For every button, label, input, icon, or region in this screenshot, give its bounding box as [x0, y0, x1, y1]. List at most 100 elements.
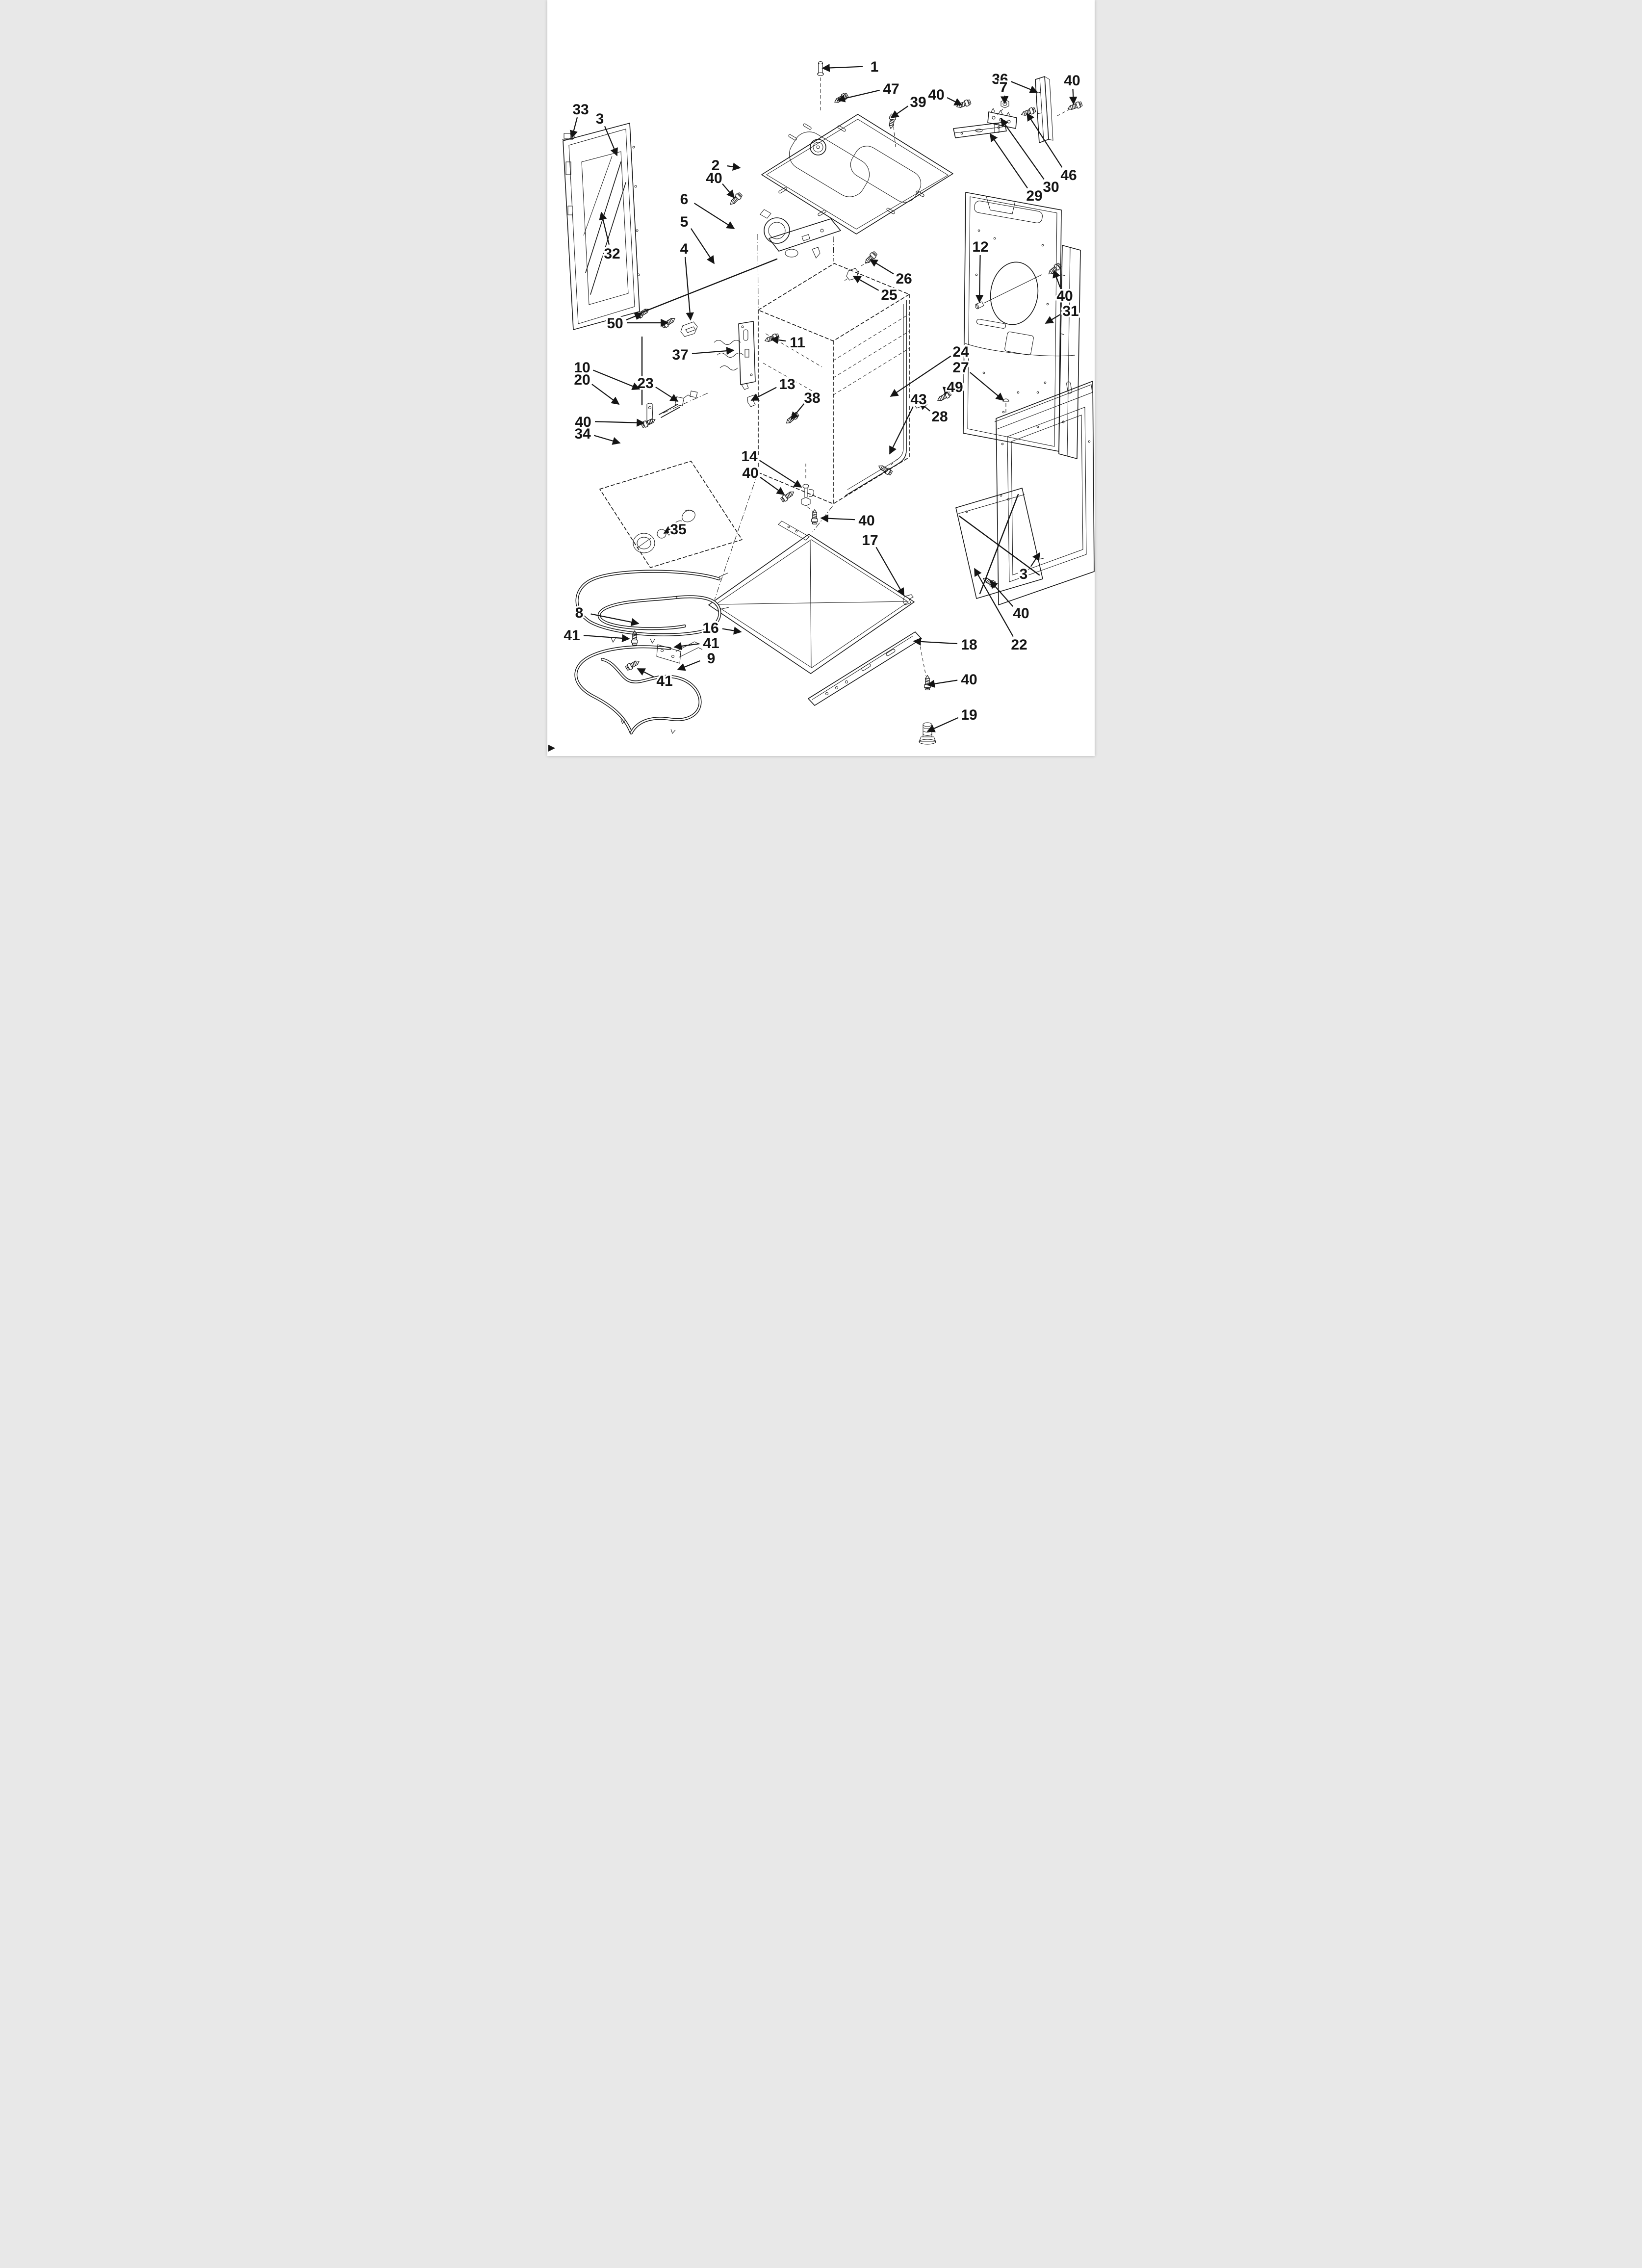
part-screw-40d — [779, 489, 796, 503]
leader-arrow — [919, 401, 930, 412]
part-side-panel-right — [994, 381, 1095, 605]
callout-3: 3 — [1018, 552, 1040, 584]
part-number-label: 40 — [1056, 288, 1073, 304]
callout-33: 33 — [569, 100, 590, 139]
callout-10: 10 — [572, 358, 641, 391]
leader-arrow — [760, 476, 785, 495]
part-trim-bracket-36 — [1035, 76, 1053, 143]
callout-30: 30 — [1001, 118, 1061, 197]
callout-31: 31 — [1045, 302, 1080, 324]
callout-41: 41 — [562, 626, 630, 646]
part-screw-40a — [955, 98, 972, 110]
leader-arrow — [759, 460, 802, 488]
callout-19: 19 — [926, 705, 979, 732]
callout-40: 40 — [989, 580, 1031, 624]
part-number-label: 23 — [637, 375, 653, 391]
callout-8: 8 — [573, 603, 640, 626]
part-screw-40i — [924, 675, 931, 690]
part-light-box-34 — [599, 461, 743, 568]
callout-40: 40 — [820, 511, 876, 531]
leader-arrow — [690, 228, 715, 264]
part-clip-25 — [844, 268, 859, 281]
part-corner-channel-31 — [1058, 245, 1081, 459]
part-number-label: 43 — [910, 391, 926, 408]
part-number-label: 14 — [741, 448, 758, 465]
part-number-label: 22 — [1011, 637, 1027, 653]
callout-4: 4 — [678, 239, 694, 321]
part-number-label: 29 — [1026, 188, 1042, 204]
part-number-label: 24 — [952, 344, 969, 360]
callout-13: 13 — [750, 375, 797, 401]
part-latch-motor-6 — [760, 209, 841, 259]
part-number-label: 38 — [804, 390, 820, 406]
leader-arrow — [1026, 112, 1063, 168]
part-number-label: 12 — [972, 239, 988, 255]
leader-arrow — [569, 117, 578, 139]
callout-38: 38 — [790, 389, 822, 420]
leader-arrow — [975, 255, 984, 303]
callout-43: 43 — [889, 390, 928, 455]
part-side-panel-left — [563, 123, 640, 330]
part-screw-40f — [1046, 262, 1062, 277]
part-shelf-bracket-29 — [953, 122, 1007, 138]
callout-41: 41 — [673, 634, 721, 653]
callout-40: 40 — [704, 169, 735, 199]
leader-arrow — [889, 406, 914, 455]
callout-32: 32 — [599, 211, 622, 264]
leader-arrow — [626, 312, 643, 321]
part-number-label: 8 — [575, 605, 584, 621]
part-number-label: 41 — [656, 673, 672, 689]
part-number-label: 20 — [574, 372, 590, 388]
leader-arrow — [1011, 81, 1038, 94]
part-number-label: 39 — [910, 94, 926, 110]
leader-arrow — [663, 526, 672, 534]
leader-arrow — [947, 97, 963, 105]
leader-arrow — [590, 613, 640, 626]
callout-11: 11 — [770, 333, 807, 353]
callout-2: 2 — [710, 156, 741, 176]
leader-arrow — [852, 276, 879, 291]
part-leg-rail-18 — [808, 631, 926, 706]
part-access-panel-22 — [955, 488, 1044, 599]
leader-arrow — [821, 64, 863, 72]
leader-arrow — [637, 668, 654, 678]
part-screw-40b — [1066, 100, 1083, 112]
part-screw-39 — [887, 113, 897, 130]
callout-9: 9 — [677, 649, 717, 671]
part-rear-panel — [963, 192, 1076, 452]
leader-arrow — [1052, 269, 1061, 287]
leader-arrow — [592, 369, 641, 391]
callout-16: 16 — [701, 619, 742, 638]
page-mark — [548, 745, 555, 752]
part-number-label: 35 — [670, 521, 686, 538]
leader-arrow — [926, 717, 959, 732]
part-number-label: 16 — [702, 620, 718, 636]
leader-arrow — [869, 259, 894, 275]
part-number-label: 46 — [1060, 167, 1077, 183]
callout-12: 12 — [971, 237, 990, 303]
part-number-label: 10 — [574, 360, 590, 376]
part-number-label: 18 — [961, 637, 977, 653]
part-number-label: 32 — [604, 246, 620, 262]
leader-arrow — [722, 626, 742, 635]
part-number-label: 6 — [680, 191, 689, 208]
leader-arrow — [1001, 118, 1045, 180]
callout-37: 37 — [670, 345, 735, 365]
callout-24: 24 — [890, 342, 971, 397]
part-oven-light-35 — [633, 509, 695, 553]
callout-3: 3 — [594, 109, 618, 156]
leader-arrow — [685, 257, 694, 321]
callout-18: 18 — [913, 635, 979, 655]
callout-25: 25 — [852, 276, 899, 305]
leader-arrow — [673, 642, 700, 651]
part-number-label: 34 — [574, 426, 591, 442]
part-number-label: 5 — [680, 214, 689, 230]
exploded-parts-diagram: 1473940367404630293332406543212262540315… — [548, 57, 1095, 752]
part-number-label: 40 — [1064, 73, 1080, 89]
leader-arrow — [837, 89, 880, 103]
callout-28: 28 — [919, 401, 949, 427]
callout-46: 46 — [1026, 112, 1078, 185]
part-screw-40e — [811, 509, 818, 524]
leader-arrow — [722, 183, 735, 199]
